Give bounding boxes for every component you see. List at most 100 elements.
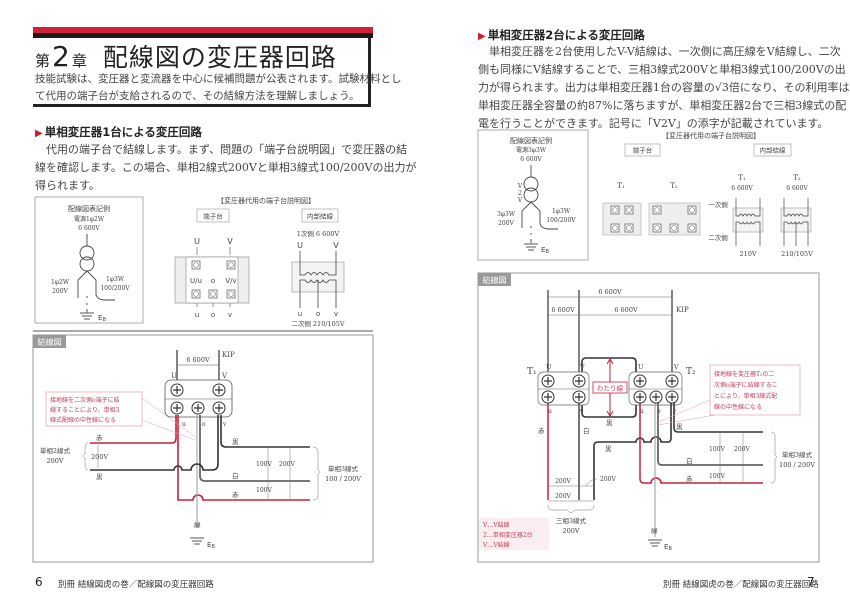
- page-title: 配線図の変圧器回路: [102, 43, 337, 72]
- terminal-U: U: [638, 363, 644, 371]
- terminal-title: 【変圧器代用の端子台説明図】: [217, 196, 315, 205]
- ground-sub: B: [545, 249, 549, 255]
- secondary-voltage: 二次側 210/105V: [291, 319, 345, 328]
- section-body-right: 単相変圧器を2台使用したV-V結線は、一次側に高圧線をV結線し、二次 側も同様に…: [478, 43, 849, 133]
- body-line: 線を確認します。この場合、単相2線式200Vと単相3線式100/200Vの出力が: [35, 161, 417, 174]
- coil-label-U: U: [297, 241, 303, 250]
- terminal-label-u: u: [195, 311, 199, 319]
- terminal-v: v: [672, 408, 677, 415]
- terminal-label-Vv: V/v: [225, 277, 236, 285]
- footer-right: 別冊 結線図虎の巻／配線図の変圧器回路: [663, 580, 819, 590]
- vv-label: V: [517, 197, 523, 204]
- jumper-wire: [581, 357, 637, 396]
- body-line: 代用の端子台で結線します。まず、問題の「端子台説明図」で変圧器の結: [35, 143, 408, 156]
- chapter-number: 2: [52, 40, 70, 73]
- terminal-label-V: V: [227, 237, 233, 246]
- t1-output: 210V: [739, 250, 756, 258]
- ground-sub: B: [211, 544, 215, 550]
- kip-label: KIP: [676, 306, 689, 314]
- black-wire: [593, 400, 672, 500]
- vv-legend-line: 2…単相変圧器2台: [483, 531, 533, 539]
- legend-title: 配線図表記例: [68, 204, 110, 213]
- terminal-u: u: [182, 421, 186, 428]
- legend-source-voltage: 6 600V: [78, 225, 100, 232]
- page-number-left: 6: [35, 575, 43, 589]
- white-wire: [657, 400, 763, 466]
- ground-label: E: [207, 541, 211, 549]
- wiring-diagram-right: 結線図 6 600V 6 600V 6 600V KIP わたり線 黒 T₁ T…: [477, 272, 820, 563]
- chapter-red-bar: [33, 27, 373, 33]
- svg-text:EB: EB: [664, 543, 672, 552]
- wire-color-label: 緑: [194, 520, 201, 529]
- transformer-symbol-icon: [521, 165, 558, 237]
- wire-color-label: 黒: [676, 423, 683, 431]
- note-line: 線することにより、単相3: [50, 406, 120, 414]
- three-phase-label: 三相3線式: [556, 516, 587, 525]
- red-wire: [90, 415, 177, 444]
- footer-left: 別冊 結線図虎の巻／配線図の変圧器回路: [58, 580, 214, 590]
- three-phase-voltage: 200V: [562, 527, 579, 535]
- wire-color-label: 緑: [651, 526, 658, 535]
- legend-box-left: 配線図表記例 電源1φ2W 6 600V 1φ2W 200V 1φ3W 100/…: [34, 196, 144, 324]
- ground-sub: B: [102, 317, 106, 323]
- legend-out-left: 1φ2W: [51, 279, 70, 286]
- wiring-diagram-left: 結線図 6 600V KIP U V u o v 接地線を二次側o端子に結 線す…: [32, 334, 374, 563]
- note-line: 次側o端子に結線するこ: [714, 381, 778, 389]
- terminal-title: 【変圧器代用の端子台説明図】: [662, 131, 760, 140]
- divider: [33, 330, 373, 332]
- coil-label-o: o: [316, 310, 320, 318]
- chapter-prefix: 第: [35, 52, 51, 70]
- legend-source: 電源1φ2W: [74, 215, 105, 223]
- svg-text:EB: EB: [541, 246, 549, 255]
- wire-color-label: 黒: [606, 419, 613, 427]
- terminal-o: o: [202, 421, 206, 428]
- intro-line: 技能試験は、変圧器と変流器を中心に候補問題が公表されます。試験材料とし: [35, 73, 402, 85]
- voltage-label: 100V: [709, 473, 725, 480]
- terminal-V: V: [579, 363, 585, 371]
- three-wire-label: 単相3線式: [782, 450, 813, 459]
- body-line: 得られます。: [35, 179, 100, 192]
- legend-box-right: 配線図表記例 電源3φ3W 6 600V V 2 V 3φ3W 200V 1φ3…: [477, 129, 589, 261]
- ground-label: E: [664, 543, 668, 551]
- ground-icon: [523, 243, 539, 251]
- chapter-suffix: 章: [71, 52, 87, 70]
- legend-out-right: 1φ3W: [106, 276, 125, 283]
- vv-legend-box: [479, 518, 549, 550]
- section-heading-left: ▶単相変圧器1台による変圧回路: [35, 124, 202, 140]
- body-line: 単相変圧器を2台使用したV-V結線は、一次側に高圧線をV結線し、二次: [478, 45, 841, 58]
- section-heading-text: 単相変圧器1台による変圧回路: [44, 125, 202, 139]
- intro-line: て代用の端子台が支給されるので、その結線方法を理解しましょう。: [35, 90, 360, 102]
- legend-title: 配線図表記例: [510, 136, 552, 145]
- kip-label: KIP: [222, 351, 235, 359]
- section-body-left: 代用の端子台で結線します。まず、問題の「端子台説明図」で変圧器の結 線を確認しま…: [35, 141, 416, 195]
- section-heading-right: ▶単相変圧器2台による変圧回路: [478, 27, 645, 43]
- note-line: 線の中性線になる: [714, 403, 762, 411]
- note-line: 接地線を変圧器T₂の二: [714, 370, 774, 378]
- svg-text:EB: EB: [98, 314, 106, 323]
- chapter-title-frame: [33, 38, 371, 107]
- legend-out-left-voltage: 200V: [52, 288, 68, 295]
- wire-color-label: 白: [232, 471, 239, 480]
- t2-label: T₂: [793, 174, 801, 182]
- black-wire: [673, 400, 763, 433]
- t1-label: T₁: [617, 182, 625, 190]
- voltage-label: 200V: [600, 476, 616, 483]
- wire-color-label: 赤: [232, 491, 239, 499]
- ground-icon: [189, 537, 205, 545]
- terminal-label-v: v: [228, 311, 232, 319]
- terminal-o: o: [657, 408, 661, 415]
- voltage-label: 200V: [734, 446, 750, 453]
- primary-side-label: 一次側: [708, 200, 728, 209]
- terminal-v: v: [222, 421, 227, 428]
- triangle-bullet-icon: ▶: [35, 128, 43, 139]
- terminal-v: v: [579, 408, 584, 415]
- three-wire-voltage: 100 / 200V: [325, 475, 361, 483]
- primary-voltage: 1次側 6 600V: [297, 229, 340, 238]
- body-line: 側も同様にV結線することで、三相3線式200Vと単相3線式100/200Vの出: [478, 63, 846, 76]
- terminal-u: u: [640, 408, 644, 415]
- svg-text:EB: EB: [207, 541, 215, 550]
- t1-label: T₁: [527, 367, 537, 377]
- vv-legend-line: V…V結線: [482, 541, 510, 549]
- chapter-intro: 技能試験は、変圧器と変流器を中心に候補問題が公表されます。試験材料とし て代用の…: [35, 71, 401, 105]
- coil-label-u: u: [298, 310, 302, 318]
